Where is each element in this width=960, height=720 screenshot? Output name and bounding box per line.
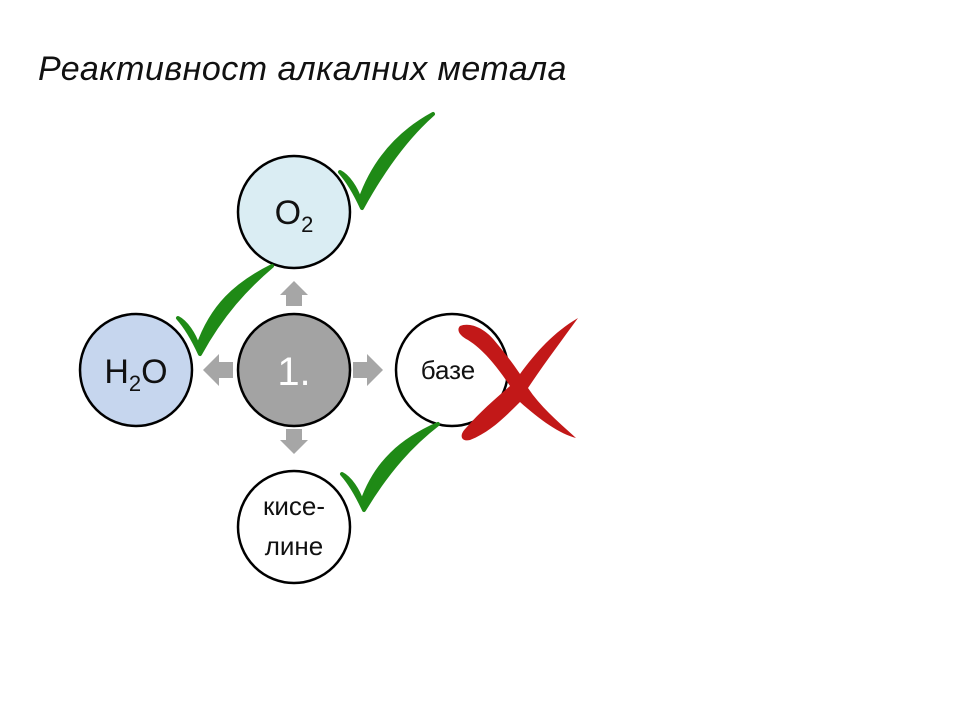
checkmark-icon: [340, 422, 440, 512]
water-label: H2O: [104, 353, 167, 396]
arrow-left-icon: [203, 354, 233, 386]
cross-icon: [458, 318, 578, 441]
acids-label-line2: лине: [265, 531, 324, 561]
checkmark-icon: [176, 264, 274, 356]
bases-label: базе: [421, 355, 476, 385]
center-node: 1.: [236, 312, 352, 428]
oxygen-label: O2: [275, 194, 314, 237]
node-acids: кисе- лине: [236, 469, 352, 585]
checkmark-icon: [338, 112, 435, 210]
acids-label-line1: кисе-: [263, 491, 325, 521]
arrow-up-icon: [280, 281, 308, 306]
center-label: 1.: [277, 350, 310, 394]
slide-title: Реактивност алкалних метала: [38, 50, 567, 88]
node-bases: базе: [394, 312, 510, 428]
node-water: H2O: [78, 312, 194, 428]
arrow-down-icon: [280, 429, 308, 454]
arrow-right-icon: [353, 354, 383, 386]
node-oxygen: O2: [236, 154, 352, 270]
